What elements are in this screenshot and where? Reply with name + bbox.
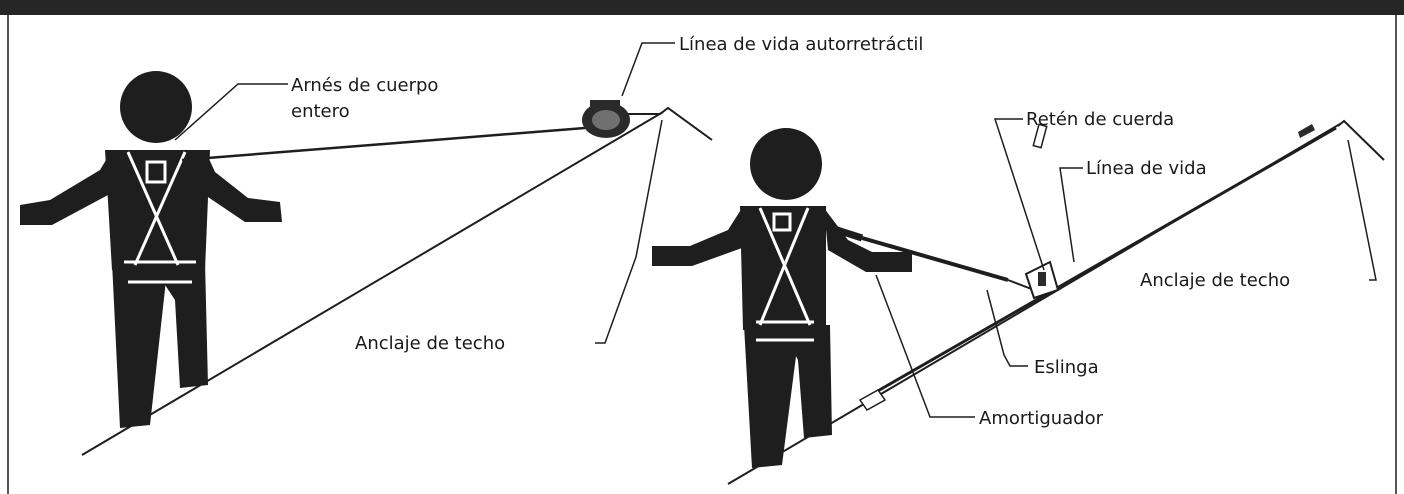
label-lanyard: Eslinga [1034, 357, 1099, 378]
label-lifeline: Línea de vida [1086, 158, 1207, 179]
label-roof-anchor-right: Anclaje de techo [1140, 270, 1290, 291]
right-lifeline [861, 126, 1337, 402]
left-leader-lines [174, 42, 675, 344]
rope-grab-device [1024, 260, 1060, 300]
shock-absorber-body [810, 218, 864, 242]
right-worker-left-arm [652, 208, 742, 266]
left-scene: Arnés de cuerpo entero Línea de vida aut… [20, 34, 923, 456]
lanyard-line [861, 236, 1009, 282]
right-leader-lines [875, 118, 1377, 418]
left-worker-head [120, 71, 192, 143]
left-worker-harness [124, 151, 196, 284]
right-scene: Retén de cuerda Línea de vida Anclaje de… [652, 109, 1385, 485]
right-lifeline-end-block [858, 389, 887, 411]
right-worker-head [750, 128, 822, 200]
label-harness-line2: entero [291, 101, 350, 122]
right-worker [652, 128, 912, 468]
lanyard-connector [1007, 279, 1035, 291]
label-roof-anchor-left: Anclaje de techo [355, 333, 505, 354]
label-harness-line1: Arnés de cuerpo [291, 75, 438, 96]
right-worker-right-arm [824, 208, 912, 272]
left-worker-left-arm [20, 150, 112, 225]
right-roof-ridge [1337, 119, 1385, 161]
left-worker-right-leg [150, 262, 208, 388]
label-shock-absorber: Amortiguador [979, 408, 1104, 429]
label-rope-grab: Retén de cuerda [1026, 109, 1174, 130]
right-worker-right-leg [780, 325, 832, 438]
label-self-retracting-lifeline: Línea de vida autorretráctil [679, 34, 923, 55]
right-worker-left-leg [744, 325, 800, 468]
left-worker [20, 71, 282, 428]
srl-device [582, 100, 660, 138]
left-worker-right-arm [205, 150, 282, 222]
top-bar [0, 0, 1404, 15]
left-worker-torso [105, 150, 210, 270]
right-worker-harness [756, 207, 814, 342]
left-srl-cable [181, 126, 586, 162]
left-roof-slope [81, 111, 664, 456]
left-roof-ridge [659, 106, 713, 141]
right-roof-anchor-fitting [1032, 123, 1315, 149]
left-worker-left-leg [112, 262, 168, 428]
